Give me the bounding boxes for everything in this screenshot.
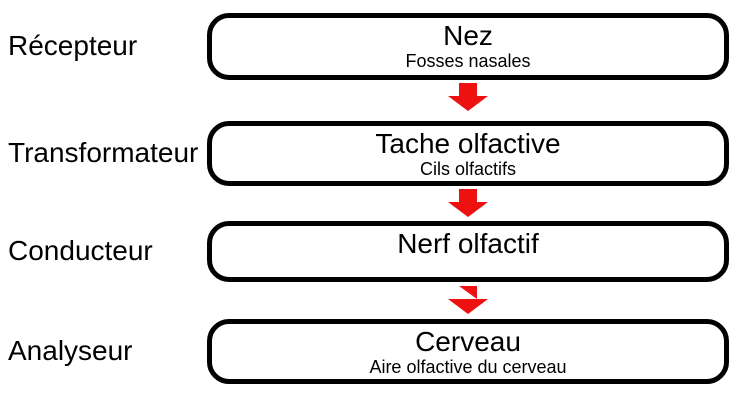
- down-arrow-icon: [446, 83, 490, 111]
- stage-label-transformateur: Transformateur: [8, 137, 199, 169]
- flow-box-nez: Nez Fosses nasales: [207, 13, 729, 80]
- box-subtitle: Fosses nasales: [405, 51, 531, 71]
- stage-label-analyseur: Analyseur: [8, 335, 133, 367]
- box-title: Nerf olfactif: [397, 228, 539, 259]
- box-subtitle: Aire olfactive du cerveau: [369, 357, 567, 377]
- stage-label-conducteur: Conducteur: [8, 235, 153, 267]
- stage-label-recepteur: Récepteur: [8, 30, 138, 62]
- flow-box-nerf-olfactif: Nerf olfactif: [207, 221, 729, 282]
- down-arrow-icon: [446, 286, 490, 314]
- flow-box-tache-olfactive: Tache olfactive Cils olfactifs: [207, 121, 729, 186]
- box-title: Tache olfactive: [375, 128, 561, 159]
- box-subtitle: Cils olfactifs: [419, 159, 517, 179]
- flow-box-cerveau: Cerveau Aire olfactive du cerveau: [207, 319, 729, 384]
- down-arrow-icon: [446, 189, 490, 217]
- box-title: Cerveau: [415, 326, 521, 357]
- box-title: Nez: [443, 20, 493, 51]
